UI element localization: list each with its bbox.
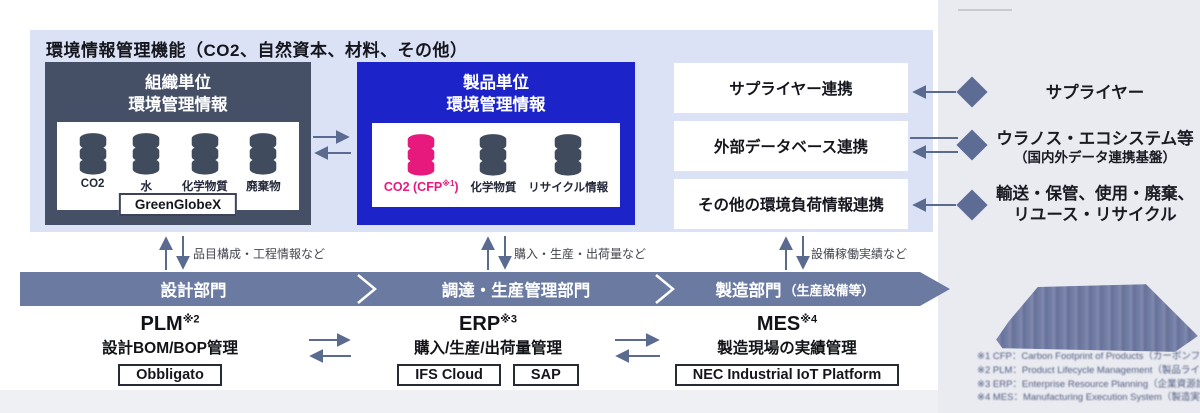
obbligato-badge: Obbligato [118, 364, 222, 386]
dept-design: 設計部門 [160, 282, 227, 300]
product-databases-area: CO2 (CFP※1) 化学物質 リサイクル情報 [372, 123, 620, 207]
database-icon [75, 131, 111, 175]
database-icon [550, 132, 586, 176]
sap-badge: SAP [512, 364, 579, 386]
plm-system-box: PLM※2 設計BOM/BOP管理 Obbligato [30, 307, 310, 389]
chevron-separator [655, 274, 675, 304]
org-unit-box-title: 組織単位 環境管理情報 [128, 74, 228, 114]
database-icon [475, 132, 511, 176]
product-unit-box: 製品単位 環境管理情報 CO2 (CFP※1) 化学物質 リサイクル情報 [357, 62, 635, 225]
department-band [20, 272, 920, 306]
annotation-purchase-production: 購入・生産・出荷量など [514, 247, 647, 261]
erp-system-box: ERP※3 購入/生産/出荷量管理 IFS Cloud SAP [340, 307, 636, 389]
nec-industrial-iot-badge: NEC Industrial IoT Platform [674, 364, 900, 386]
ifs-cloud-badge: IFS Cloud [397, 364, 501, 386]
supplier-link-box: サプライヤー連携 [674, 63, 908, 113]
product-unit-box-title: 製品単位 環境管理情報 [446, 74, 546, 114]
database-icon [187, 131, 223, 175]
partner-transport-reuse: 輸送・保管、使用・廃棄、 リユース・リサイクル [996, 185, 1194, 224]
other-env-load-link-box: その他の環境負荷情報連携 [674, 179, 908, 229]
db-item-chemicals: 化学物質 [182, 122, 228, 194]
org-unit-box: 組織単位 環境管理情報 CO2 水 化学物質 廃棄物 GreenGlobeX [45, 62, 311, 225]
bottom-background-strip [0, 390, 938, 413]
mes-system-box: MES※4 製造現場の実績管理 NEC Industrial IoT Platf… [642, 307, 932, 389]
chevron-separator [357, 274, 377, 304]
db-item-co2-cfp: CO2 (CFP※1) [384, 123, 459, 194]
db-item-water: 水 [128, 122, 164, 194]
database-icon [403, 132, 439, 176]
partner-ouranos-ecosystem: ウラノス・エコシステム等 （国内外データ連携基盤） [996, 130, 1194, 165]
faint-artifact-line [958, 9, 1012, 11]
db-item-recycle-info: リサイクル情報 [528, 123, 608, 195]
database-icon [245, 131, 281, 175]
annotation-equipment-operation: 設備稼働実績など [811, 247, 908, 261]
database-icon [128, 131, 164, 175]
greenglobex-badge: GreenGlobeX [118, 193, 238, 216]
db-item-co2: CO2 [75, 122, 111, 190]
department-band-arrow-tip [920, 272, 950, 306]
db-item-waste: 廃棄物 [245, 122, 281, 194]
footnotes: ※1 CFP：Carbon Footprint of Products（カーボン… [977, 351, 1200, 404]
db-item-chemicals: 化学物質 [470, 123, 516, 195]
partner-supplier: サプライヤー [1045, 84, 1145, 102]
dept-procurement-production: 調達・生産管理部門 [441, 282, 591, 300]
external-db-link-box: 外部データベース連携 [674, 121, 908, 171]
dept-manufacturing: 製造部門（生産設備等） [715, 282, 875, 300]
panel-title: 環境情報管理機能（CO2、自然資本、材料、その他） [46, 41, 468, 60]
annotation-item-process-info: 品目構成・工程情報など [193, 247, 326, 261]
